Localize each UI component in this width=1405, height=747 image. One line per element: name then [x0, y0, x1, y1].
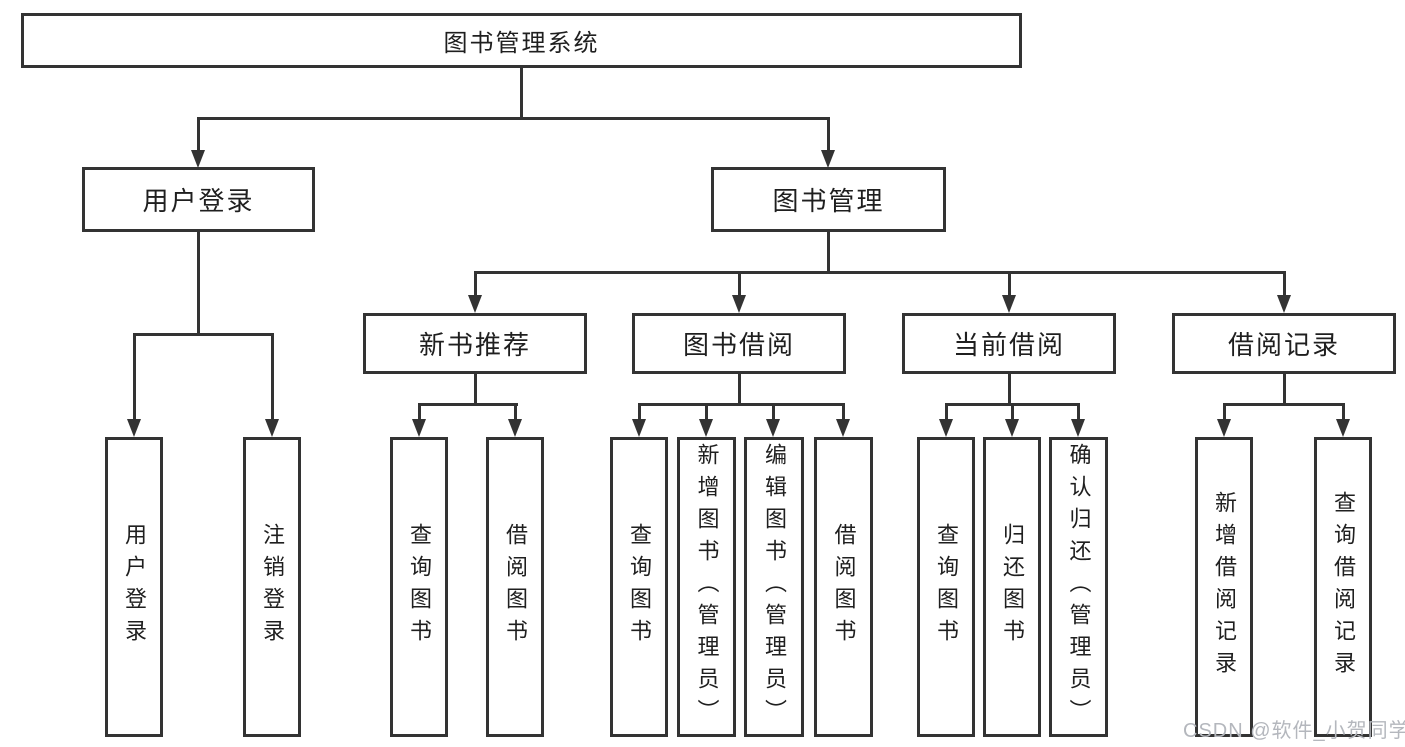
arrow-down-icon [821, 150, 835, 168]
connector-line [638, 403, 845, 406]
arrow-down-icon [836, 419, 850, 437]
arrow-down-icon [265, 419, 279, 437]
arrow-down-icon [939, 419, 953, 437]
leaf-cb-query-books: 查询图书 [917, 437, 975, 737]
connector-line [133, 333, 136, 420]
connector-line [197, 117, 200, 151]
arrow-down-icon [732, 295, 746, 313]
leaf-cb-return-books: 归还图书 [983, 437, 1041, 737]
connector-line [1077, 403, 1080, 420]
arrow-down-icon [412, 419, 426, 437]
connector-line [1008, 374, 1011, 406]
arrow-down-icon [632, 419, 646, 437]
arrow-down-icon [699, 419, 713, 437]
csdn-watermark: CSDN @软件_小贺同学 [1183, 720, 1405, 742]
arrow-down-icon [1071, 419, 1085, 437]
leaf-logout: 注销登录 [243, 437, 301, 737]
connector-line [520, 68, 523, 118]
connector-line [945, 403, 948, 420]
leaf-br-query-record: 查询借阅记录 [1314, 437, 1372, 737]
arrow-down-icon [1277, 295, 1291, 313]
connector-line [1223, 403, 1345, 406]
connector-line [827, 117, 830, 151]
leaf-bb-borrow-books: 借阅图书 [814, 437, 873, 737]
connector-line [1008, 271, 1011, 297]
node-user-login: 用户登录 [82, 167, 315, 232]
connector-line [418, 403, 518, 406]
arrow-down-icon [1336, 419, 1350, 437]
arrow-down-icon [468, 295, 482, 313]
leaf-bb-query-books: 查询图书 [610, 437, 668, 737]
node-book-management: 图书管理 [711, 167, 946, 232]
connector-line [638, 403, 641, 420]
connector-line [705, 403, 708, 420]
arrow-down-icon [1005, 419, 1019, 437]
arrow-down-icon [191, 150, 205, 168]
connector-line [474, 374, 477, 406]
connector-line [474, 271, 1286, 274]
leaf-br-add-record: 新增借阅记录 [1195, 437, 1253, 737]
connector-line [827, 232, 830, 273]
node-current-borrow: 当前借阅 [902, 313, 1116, 374]
leaf-bb-edit-books-admin: 编辑图书（管理员） [744, 437, 804, 737]
leaf-nb-borrow-books: 借阅图书 [486, 437, 544, 737]
node-borrow-records: 借阅记录 [1172, 313, 1396, 374]
node-root: 图书管理系统 [21, 13, 1022, 68]
connector-line [1283, 271, 1286, 297]
leaf-bb-add-books-admin: 新增图书（管理员） [677, 437, 736, 737]
leaf-user-login: 用户登录 [105, 437, 163, 737]
connector-line [1342, 403, 1345, 420]
connector-line [474, 271, 477, 297]
connector-line [1011, 403, 1014, 420]
connector-line [1283, 374, 1286, 406]
connector-line [842, 403, 845, 420]
connector-line [1223, 403, 1226, 420]
connector-line [514, 403, 517, 420]
connector-line [197, 232, 200, 336]
arrow-down-icon [127, 419, 141, 437]
arrow-down-icon [508, 419, 522, 437]
connector-line [197, 117, 830, 120]
connector-line [772, 403, 775, 420]
connector-line [133, 333, 274, 336]
node-book-borrow: 图书借阅 [632, 313, 846, 374]
arrow-down-icon [1217, 419, 1231, 437]
connector-line [418, 403, 421, 420]
connector-line [738, 374, 741, 406]
connector-line [738, 271, 741, 297]
node-new-book-recommend: 新书推荐 [363, 313, 587, 374]
leaf-nb-query-books: 查询图书 [390, 437, 448, 737]
connector-line [271, 333, 274, 420]
arrow-down-icon [766, 419, 780, 437]
arrow-down-icon [1002, 295, 1016, 313]
leaf-cb-confirm-return-admin: 确认归还（管理员） [1049, 437, 1108, 737]
